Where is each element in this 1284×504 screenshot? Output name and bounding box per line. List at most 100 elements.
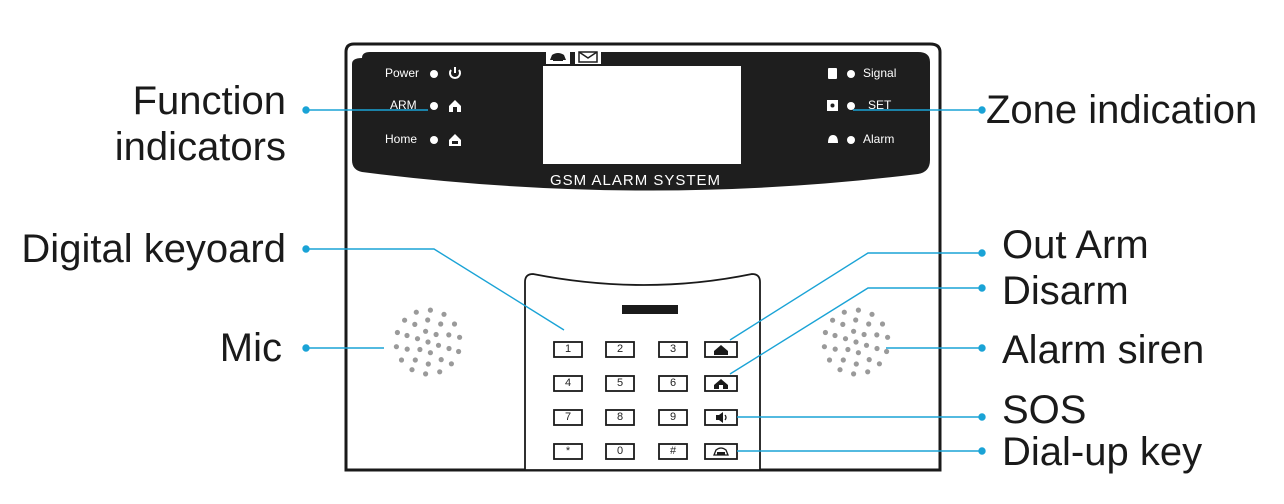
key-label-3: 3 — [669, 343, 677, 355]
leader-digital-keyboard — [302, 245, 565, 331]
phone-icon — [713, 447, 729, 456]
callout-function-indicators: Function indicators — [115, 78, 286, 170]
house-arm-icon — [449, 100, 461, 112]
grille-dot — [830, 317, 836, 323]
sos-key[interactable] — [704, 409, 738, 426]
key-label-2: 2 — [616, 343, 624, 355]
leader-lines — [302, 106, 986, 455]
key-label-5: 5 — [616, 377, 624, 389]
callout-digital-keyboard: Digital keyoard — [21, 227, 286, 271]
grille-dot — [425, 361, 431, 367]
key-#[interactable] — [658, 443, 688, 460]
key-0[interactable] — [605, 443, 635, 460]
set-label: SET — [868, 98, 892, 112]
grille-dot — [413, 309, 419, 315]
key-label-*: * — [565, 445, 571, 457]
grille-dot — [423, 328, 429, 334]
arm-led — [430, 102, 438, 110]
grille-dot — [855, 350, 862, 356]
key-3[interactable] — [658, 341, 688, 358]
grille-dot — [861, 331, 867, 338]
grille-dot — [885, 334, 891, 340]
siren-grille — [821, 307, 891, 377]
grille-dot — [409, 367, 415, 373]
key-4[interactable] — [553, 375, 583, 392]
alarm-label: Alarm — [863, 132, 895, 146]
keypad-housing — [524, 273, 761, 471]
grille-dot — [840, 357, 846, 363]
callout-sos: SOS — [1002, 388, 1087, 432]
keypad-slot — [622, 305, 678, 314]
key-label-1: 1 — [564, 343, 572, 355]
grille-dot — [446, 332, 452, 338]
key-7[interactable] — [553, 409, 583, 426]
dial-up-key[interactable] — [704, 443, 738, 460]
grille-dot — [840, 321, 846, 327]
envelope-icon — [575, 49, 601, 64]
grille-dot — [884, 348, 890, 355]
callout-disarm: Disarm — [1002, 269, 1129, 313]
key-*[interactable] — [553, 443, 583, 460]
leader-zone-indication — [853, 106, 986, 114]
key-1[interactable] — [553, 341, 583, 358]
house-disarm-icon — [714, 379, 728, 389]
grille-dot — [414, 336, 421, 342]
out-arm-key[interactable] — [704, 341, 738, 358]
grille-dot — [832, 332, 838, 339]
grille-dot — [853, 317, 859, 323]
signal-label: Signal — [863, 66, 897, 80]
grille-dot — [417, 346, 423, 353]
key-8[interactable] — [605, 409, 635, 426]
key-6[interactable] — [658, 375, 688, 392]
power-icon — [449, 67, 461, 79]
grille-dot — [866, 357, 872, 363]
grille-dot — [874, 332, 880, 338]
grille-dot — [821, 344, 828, 350]
grille-dot — [441, 311, 447, 317]
key-2[interactable] — [605, 341, 635, 358]
grille-dot — [832, 346, 838, 352]
callout-zone-indication: Zone indication — [986, 88, 1258, 132]
set-led — [847, 102, 855, 110]
grille-dot — [869, 311, 875, 317]
mic-grille — [393, 307, 463, 377]
grille-dot — [404, 346, 410, 352]
key-label-#: # — [669, 445, 677, 457]
home-label: Home — [385, 132, 418, 146]
grille-dot — [394, 329, 400, 336]
leader-function-indicators — [302, 106, 428, 114]
grille-dot — [842, 336, 849, 342]
grille-dot — [433, 331, 439, 338]
key-9[interactable] — [658, 409, 688, 426]
power-led — [430, 70, 438, 78]
leader-sos — [737, 413, 986, 421]
grille-dot — [398, 357, 405, 363]
grille-dot — [451, 321, 458, 327]
key-label-7: 7 — [564, 411, 572, 423]
key-label-4: 4 — [564, 377, 572, 389]
key-5[interactable] — [605, 375, 635, 392]
grille-dot — [456, 348, 462, 355]
grille-dot — [851, 328, 857, 334]
brand-label: GSM ALARM SYSTEM — [550, 172, 722, 189]
grille-dot — [393, 344, 399, 350]
power-label: Power — [385, 66, 420, 80]
callout-alarm-siren: Alarm siren — [1002, 328, 1205, 372]
leader-dial-up-key — [737, 447, 986, 455]
leader-disarm — [729, 284, 986, 375]
house-out-icon — [714, 345, 728, 355]
callout-out-arm: Out Arm — [1002, 223, 1149, 267]
grille-dot — [853, 339, 859, 345]
signal-icon — [828, 68, 837, 79]
leader-mic — [302, 344, 384, 352]
key-label-8: 8 — [616, 411, 624, 423]
home-led — [430, 136, 438, 144]
disarm-key[interactable] — [704, 375, 738, 392]
grille-dot — [845, 346, 851, 353]
leader-alarm-siren — [886, 344, 986, 352]
grille-dot — [412, 321, 418, 327]
grille-dot — [863, 342, 870, 348]
grille-dot — [438, 321, 444, 327]
callout-mic: Mic — [219, 326, 282, 370]
grille-dot — [822, 329, 829, 336]
